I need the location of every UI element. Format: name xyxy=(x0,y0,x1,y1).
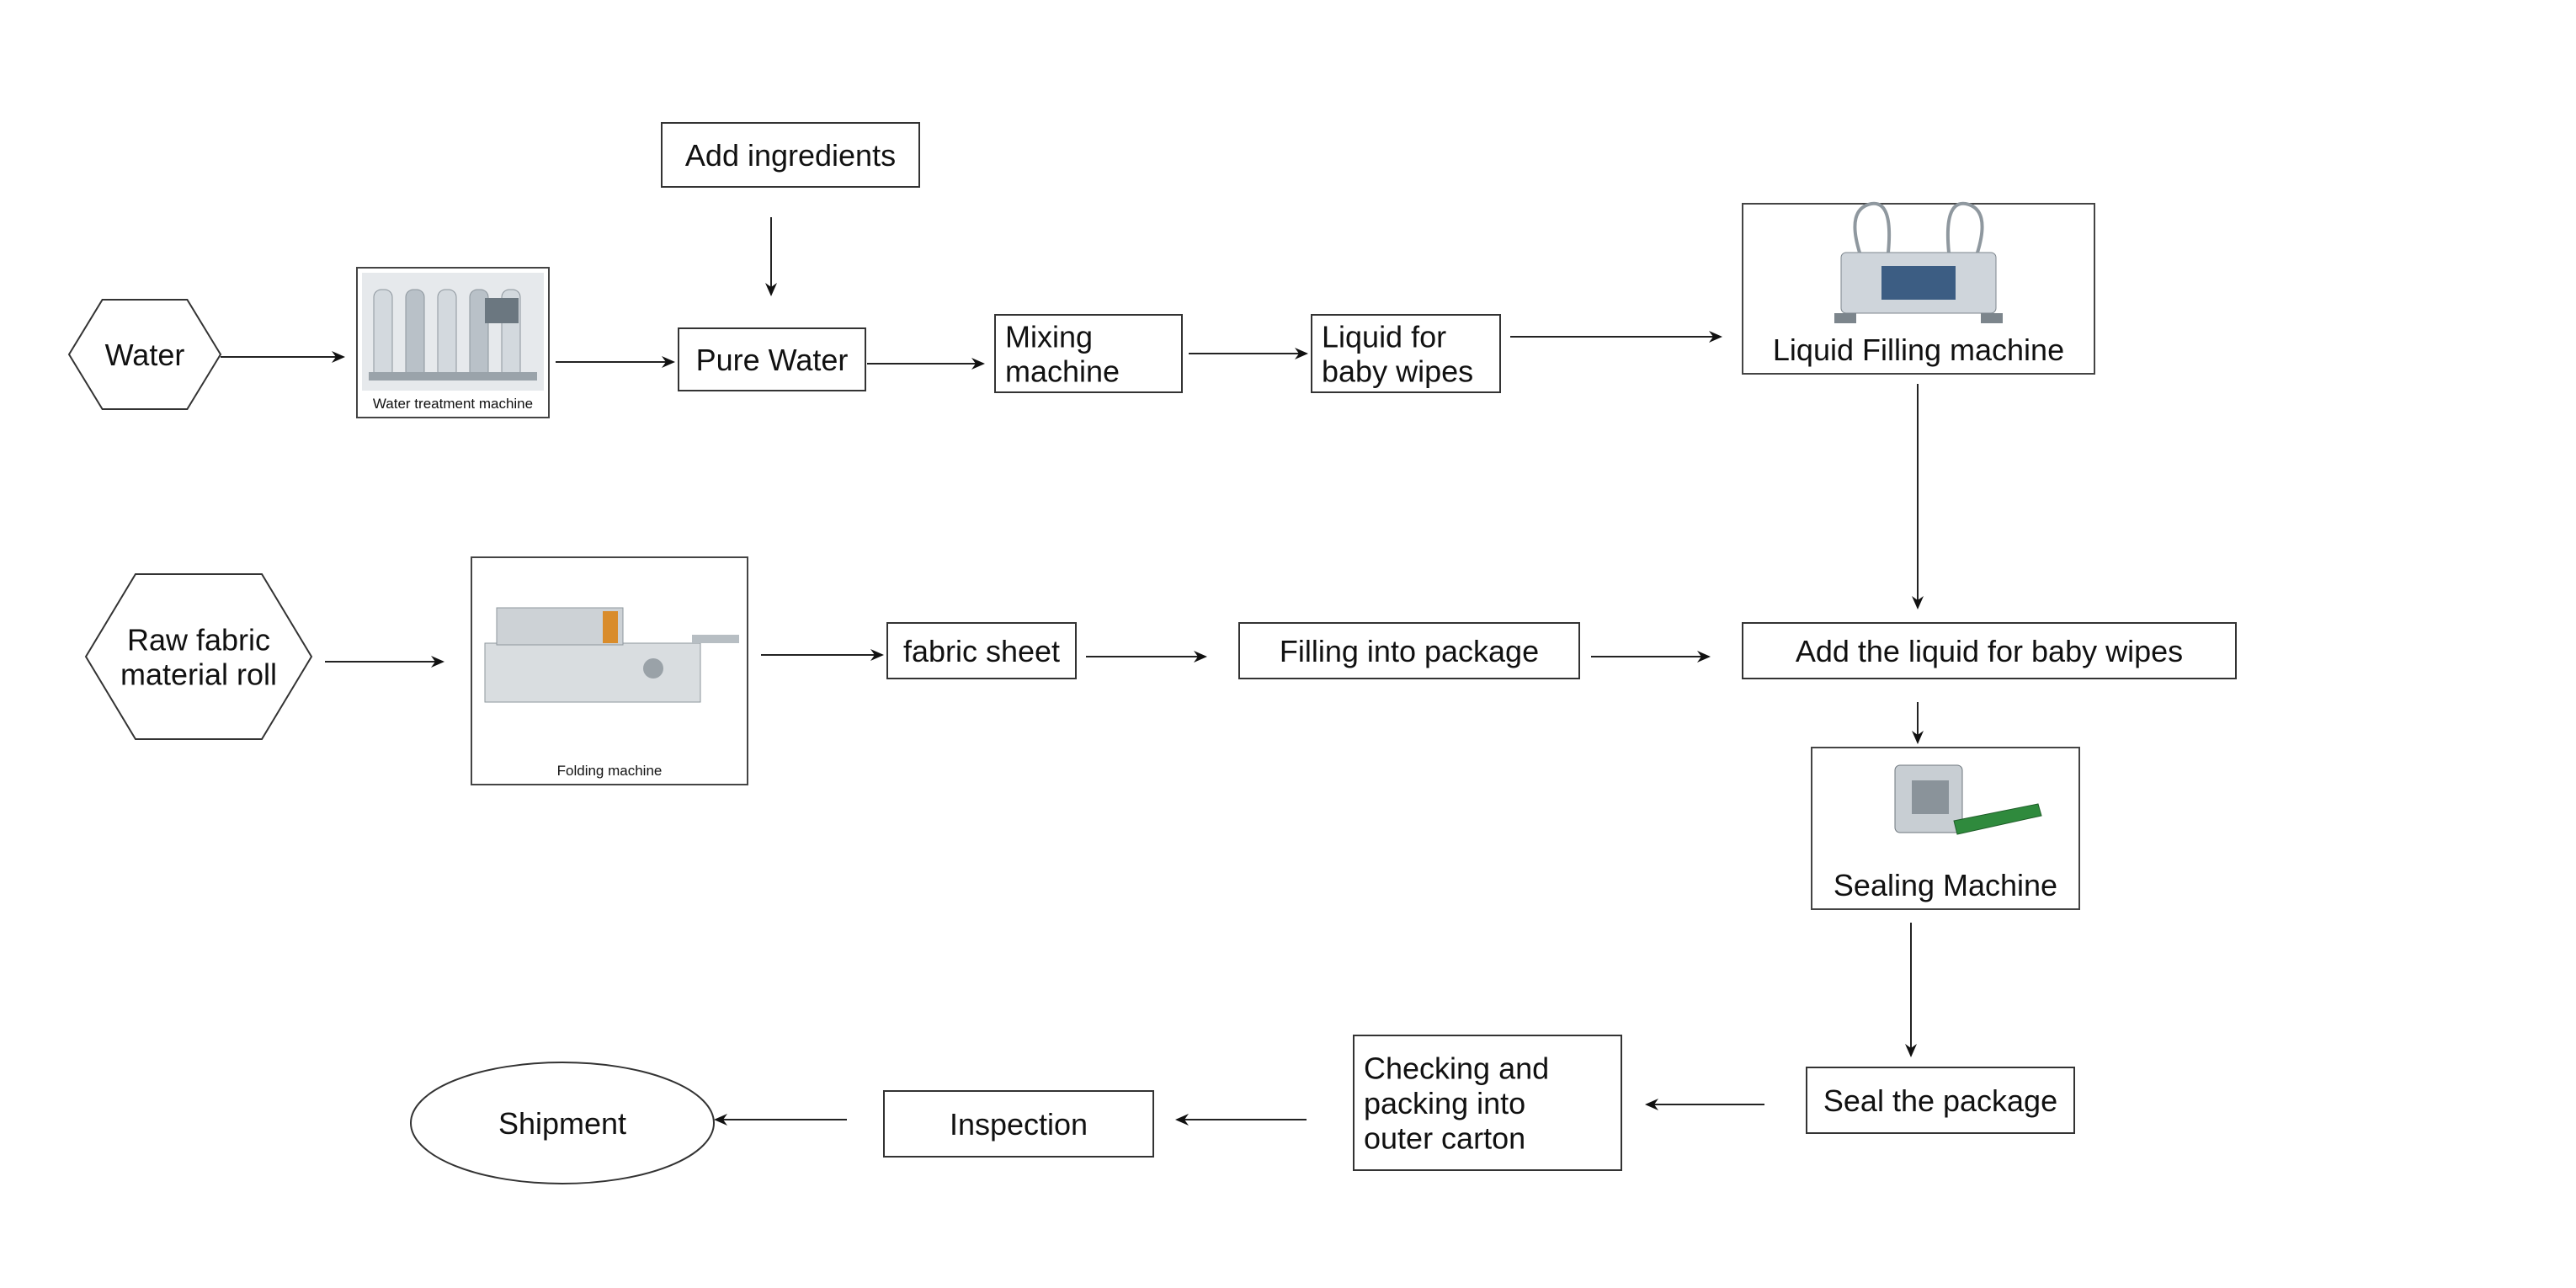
node-add-ingredients: Add ingredients xyxy=(661,122,920,188)
node-label: Shipment xyxy=(498,1106,626,1141)
node-label: fabric sheet xyxy=(903,634,1060,668)
node-water: Water xyxy=(67,299,222,410)
machine-caption: Folding machine xyxy=(557,763,663,779)
node-label: Inspection xyxy=(950,1107,1088,1142)
box-shape xyxy=(1806,1067,2075,1134)
machine-caption: Liquid Filling machine xyxy=(1773,333,2064,367)
sealing-machine-icon xyxy=(1894,764,2042,835)
node-pure-water: Pure Water xyxy=(678,327,866,391)
box-shape xyxy=(1311,314,1501,393)
liquid-filling-machine-icon xyxy=(1834,201,2003,323)
node-folding: Folding machine xyxy=(471,556,748,785)
node-water-treatment: Water treatment machine xyxy=(356,267,550,418)
box-shape xyxy=(994,314,1183,393)
node-liquid-filling: Liquid Filling machine xyxy=(1742,201,2095,375)
water-treatment-machine-icon xyxy=(362,273,544,391)
node-label: Filling into package xyxy=(1280,634,1539,668)
box-shape xyxy=(1238,622,1580,679)
box-shape xyxy=(678,327,866,391)
node-label: Pure Water xyxy=(696,343,849,377)
node-label: Add ingredients xyxy=(685,138,896,173)
box-shape xyxy=(1742,622,2237,679)
node-sealing: Sealing Machine xyxy=(1811,747,2080,910)
machine-caption: Sealing Machine xyxy=(1834,868,2057,902)
node-filling-package: Filling into package xyxy=(1238,622,1580,679)
box-shape xyxy=(883,1090,1154,1158)
node-label: Add the liquid for baby wipes xyxy=(1796,634,2183,668)
machine-caption: Water treatment machine xyxy=(373,396,533,412)
box-shape xyxy=(661,122,920,188)
edge-layer xyxy=(221,217,1924,1126)
box-shape xyxy=(886,622,1077,679)
node-shipment: Shipment xyxy=(410,1062,715,1184)
node-seal-package: Seal the package xyxy=(1806,1067,2075,1134)
hexagon-shape xyxy=(67,299,222,410)
folding-machine-icon xyxy=(484,607,739,703)
node-inspection: Inspection xyxy=(883,1090,1154,1158)
ellipse-shape xyxy=(410,1062,715,1184)
node-fabric-sheet: fabric sheet xyxy=(886,622,1077,679)
box-shape xyxy=(1353,1035,1622,1171)
node-add-liquid: Add the liquid for baby wipes xyxy=(1742,622,2237,679)
node-label: Seal the package xyxy=(1823,1083,2057,1118)
hexagon-shape xyxy=(84,573,313,740)
node-label: Water xyxy=(105,338,185,372)
